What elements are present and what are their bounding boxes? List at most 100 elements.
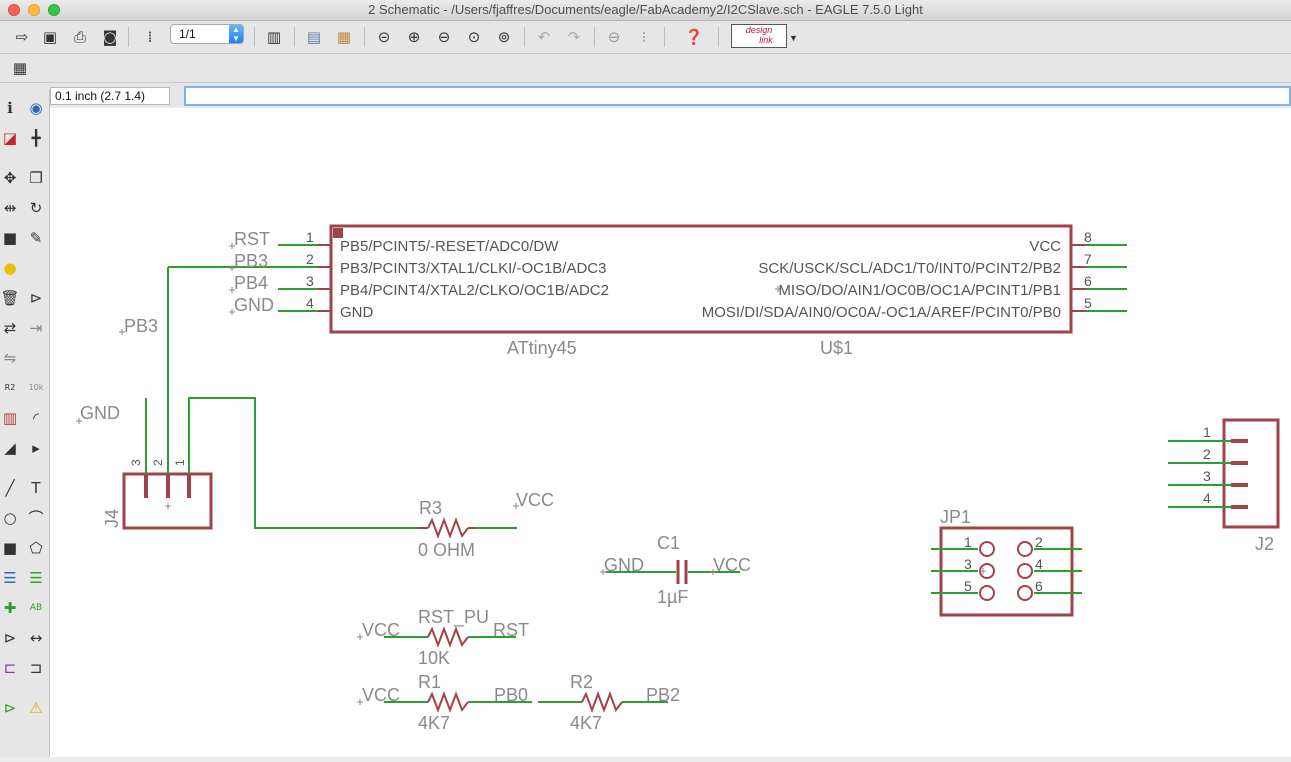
u1-value: ATtiny45 [507,338,577,358]
net-label: GND [234,295,274,315]
smash-icon[interactable]: ▥ [2,409,18,427]
u1-pin-name: PB5/PCINT5/-RESET/ADC0/DW [340,238,559,255]
info-icon[interactable]: ℹ [7,99,13,117]
value-icon[interactable]: 10k [28,383,44,392]
c1-name: C1 [657,533,680,553]
print-icon[interactable]: ⎙ [73,28,86,46]
module-icon[interactable]: ⊐ [29,659,43,677]
u1-pin-name: PB3/PCINT3/XTAL1/CLKI/-OC1B/ADC3 [340,260,606,277]
group-icon[interactable]: ■ [2,229,18,247]
close-window-button[interactable] [8,4,20,16]
open-icon[interactable]: ⇨ [15,28,29,46]
jp1-pin-number: 4 [1035,556,1043,572]
j4-name: J4 [102,509,122,528]
mark-icon[interactable]: ╋ [31,129,41,147]
u1-pin-number: 3 [306,273,314,289]
j2-body[interactable] [1222,418,1280,529]
display-layers-icon[interactable]: ◪ [2,129,18,147]
schematic-canvas[interactable]: PB5/PCINT5/-RESET/ADC0/DW PB3/PCINT3/XTA… [50,108,1291,757]
miter-icon[interactable]: ◜ [33,409,39,427]
cam-icon[interactable]: ◙ [102,28,118,46]
net-label: RST [234,229,270,249]
parameter-toolbar: ▦ [0,54,1291,83]
u1-pin-number: 2 [306,251,314,267]
j2-pin-number: 4 [1203,490,1211,506]
command-input[interactable] [184,86,1291,106]
delete-icon[interactable]: 🗑 [0,289,20,307]
invoke-icon[interactable]: ▸ [32,439,40,457]
net-label: VCC [516,490,554,510]
text-icon[interactable]: T [31,479,41,497]
errors-icon[interactable]: ⚠ [29,699,43,717]
sheet-select[interactable]: 1/1 ▲▼ [170,24,244,44]
u1-pin-number: 4 [306,295,314,311]
circle-icon[interactable]: ○ [3,509,17,527]
r3-name: R3 [419,498,442,518]
replace-icon[interactable]: ⇥ [29,319,43,337]
net-label: GND [80,403,120,423]
rect-icon[interactable]: ■ [2,539,18,557]
dimension-icon[interactable]: ↔ [29,629,43,647]
u1-pin-number: 7 [1084,251,1092,267]
u1-pin-name: PB4/PCINT4/XTAL2/CLKO/OC1B/ADC2 [340,282,609,299]
split-icon[interactable]: ◢ [4,439,16,457]
j2-pin-number: 1 [1203,424,1211,440]
copy-icon[interactable]: ❐ [29,169,43,187]
coordinate-display: 0.1 inch (2.7 1.4) [50,87,170,105]
arc-icon[interactable]: ⌒ [28,509,44,527]
net-label: PB3 [124,316,158,336]
j4-pin-number: 3 [129,459,143,466]
schematic-drawing: PB5/PCINT5/-RESET/ADC0/DW PB3/PCINT3/XTA… [76,224,1280,733]
u1-pin-name: GND [340,304,374,321]
bus-icon[interactable]: ☰ [3,569,17,587]
grid-icon[interactable]: ▦ [12,59,28,77]
minimize-window-button[interactable] [28,4,40,16]
net-label: RST [493,620,529,640]
attribute-icon[interactable]: ⊳ [3,629,17,647]
polygon-icon[interactable]: ⬠ [29,539,43,557]
jp1-pin-number: 5 [964,578,972,594]
label-icon[interactable]: AB [29,603,43,613]
paste-icon[interactable]: ● [3,259,17,277]
j4-pin-number: 2 [151,459,165,466]
jp1-name: JP1 [940,507,971,527]
net-label: VCC [713,555,751,575]
net-label: PB4 [234,273,268,293]
tool-palette: ℹ ◉ ◪ ╋ ✥ ❐ ⇹ ↻ ■ ✎ ● 🗑 ⊳ ⇄ ⇥ ⇋ R2 10k ▥… [0,90,50,757]
frame-icon[interactable]: ⊏ [3,659,17,677]
move-icon[interactable]: ✥ [3,169,17,187]
wire-icon[interactable]: ╱ [5,479,15,497]
script-icon[interactable]: ⁞ [147,28,153,46]
net-label: PB2 [646,685,680,705]
u1-pin-name: SCK/USCK/SCL/ADC1/T0/INT0/PCINT2/PB2 [758,260,1061,277]
name-icon[interactable]: R2 [4,383,16,392]
add-icon[interactable]: ⊳ [29,289,43,307]
rst-pu-value: 10K [418,648,450,668]
jp1-pin-number: 6 [1035,578,1043,594]
mirror-icon[interactable]: ⇹ [3,199,17,217]
net-label: VCC [362,685,400,705]
u1-pin-number: 5 [1084,295,1092,311]
r2-value: 4K7 [570,713,602,733]
show-icon[interactable]: ◉ [29,99,43,117]
u1-pin-name: VCC [1029,238,1061,255]
net-icon[interactable]: ☰ [29,569,43,587]
r2-name: R2 [570,672,593,692]
net-label: PB3 [234,251,268,271]
designlink-button[interactable]: design link [731,24,787,48]
u1-pin-number: 8 [1084,229,1092,245]
u1-pin-name: MOSI/DI/SDA/AIN0/OC0A/-OC1A/AREF/PCINT0/… [702,304,1061,321]
zoom-window-button[interactable] [48,4,60,16]
window-title: 2 Schematic - /Users/fjaffres/Documents/… [368,2,923,17]
save-icon[interactable]: ▣ [42,28,58,46]
junction-icon[interactable]: ✚ [3,599,17,617]
rotate-icon[interactable]: ↻ [29,199,43,217]
change-icon[interactable]: ✎ [29,229,43,247]
erc-icon[interactable]: ⊳ [3,699,17,717]
chevron-down-icon[interactable]: ▼ [789,33,798,43]
chevron-updown-icon: ▲▼ [229,25,243,43]
u1-body[interactable] [329,224,1073,334]
pinswap-icon[interactable]: ⇄ [3,319,17,337]
jp1-pin-number: 2 [1035,534,1043,550]
gateswap-icon[interactable]: ⇋ [3,349,17,367]
